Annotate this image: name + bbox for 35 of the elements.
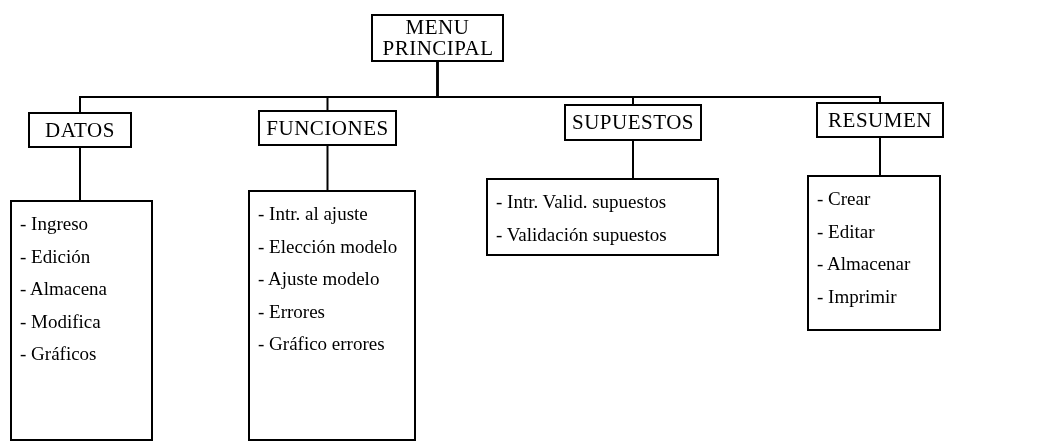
list-item: - Almacena [20, 277, 109, 301]
connector-line [79, 147, 81, 201]
category-box [564, 104, 702, 141]
list-item: - Validación supuestos [496, 222, 668, 247]
list-box [248, 190, 416, 441]
heading-text: RESUMEN [828, 109, 932, 131]
list-item: - Editar [817, 219, 876, 244]
list-item: - Intr. al ajuste [258, 202, 369, 226]
connector-line [326, 145, 329, 191]
list-item: - Ingreso [20, 212, 90, 236]
list-item: - Edición [20, 244, 92, 269]
connector-line [632, 140, 634, 179]
list-item: - Intr. Valid. supuestos [496, 190, 668, 214]
list-item: - Imprimir [817, 284, 898, 309]
list-item: - Elección modelo [258, 234, 399, 259]
list-box [807, 175, 941, 331]
category-box [258, 110, 397, 146]
heading-text: FUNCIONES [266, 117, 389, 139]
category-box [816, 102, 944, 138]
list-item: - Almacenar [817, 252, 912, 276]
list-box [10, 200, 153, 441]
list-item: - Gráfico errores [258, 332, 386, 356]
list-item: - Crear [817, 187, 872, 211]
list-item: - Modifica [20, 309, 102, 334]
title-box [371, 14, 504, 62]
connector-line [436, 61, 881, 103]
category-box [28, 112, 132, 148]
connector-line [879, 137, 881, 176]
list-item: - Errores [258, 299, 326, 324]
heading-text: DATOS [45, 119, 115, 141]
heading-text: MENU PRINCIPAL [382, 17, 493, 59]
heading-text: SUPUESTOS [572, 112, 694, 133]
list-item: - Gráficos [20, 342, 98, 366]
list-box [486, 178, 719, 256]
list-item: - Ajuste modelo [258, 267, 381, 291]
